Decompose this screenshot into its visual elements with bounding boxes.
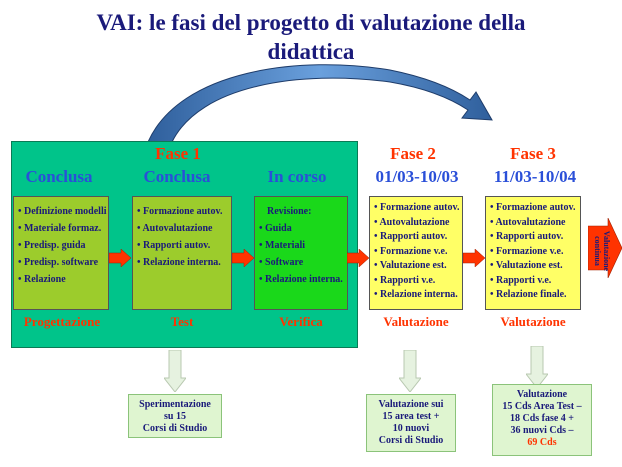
note-line: 10 nuovi [392,423,430,434]
list-item: Materiali [259,237,343,254]
continuous-evaluation-arrow-icon [588,218,622,278]
list-item: Rapporti autov. [374,230,458,245]
valutazione-1-list: Formazione autov. Autovalutazione Rappor… [374,201,459,303]
phase-1-title: Fase 1 [155,144,201,163]
phase-2-title: Fase 2 [390,144,436,163]
note-line: Corsi di Studio [378,435,444,446]
note-line: Sperimentazione [139,399,211,410]
label-valutazione-1: Valutazione [383,314,449,329]
list-item: Formazione autov. [137,203,227,220]
list-item: Formazione autov. [374,201,459,216]
note-line: Valutazione sui [378,399,444,410]
list-item: Formazione autov. [490,201,576,216]
list-item: Relazione [18,271,104,288]
list-item: Predisp. guida [18,237,104,254]
phase-3-title: Fase 3 [510,144,556,163]
list-item: Relazione finale. [490,288,576,303]
phase-2-dates: 01/03-10/03 [375,167,459,186]
note-sperimentazione: Sperimentazione su 15 Corsi di Studio [128,394,222,438]
verifica-heading: Revisione: [267,206,312,217]
list-item: Rapporti v.e. [490,274,576,289]
valutazione-1-box: Formazione autov. Autovalutazione Rappor… [369,196,463,310]
valutazione-2-list: Formazione autov. Autovalutazione Rappor… [490,201,576,303]
note-valutazione-69: Valutazione 15 Cds Area Test – 18 Cds fa… [492,384,592,456]
list-item: Software [259,254,343,271]
arrow-right-icon [232,249,254,267]
note-line: Corsi di Studio [142,423,208,434]
list-item: Autovalutazione [137,220,227,237]
verifica-box: Revisione: Guida Materiali Software Rela… [254,196,348,310]
note-line: 15 area test + [382,411,440,422]
status-progettazione: Conclusa [25,167,93,186]
status-test: Conclusa [143,167,211,186]
note-valutazione-25: Valutazione sui 15 area test + 10 nuovi … [366,394,456,452]
list-item: Formazione v.e. [490,245,576,260]
test-box: Formazione autov. Autovalutazione Rappor… [132,196,232,310]
note-line: 18 Cds fase 4 + [509,413,575,424]
arrow-right-icon [347,249,369,267]
progettazione-box: Definizione modelli Materiale formaz. Pr… [13,196,109,310]
valutazione-2-box: Formazione autov. Autovalutazione Rappor… [485,196,581,310]
note-line: Valutazione [516,389,568,400]
note-total: 69 Cds [527,437,557,448]
arrow-down-icon [164,350,186,392]
arrow-right-icon [109,249,131,267]
list-item: Definizione modelli [18,203,107,220]
phase-3-dates: 11/03-10/04 [493,167,577,186]
list-item: Guida [259,220,343,237]
page-title: VAI: le fasi del progetto di valutazione… [0,8,622,66]
arrow-down-icon [526,346,548,388]
verifica-list: Guida Materiali Software Relazione inter… [259,220,343,288]
list-item: Formazione v.e. [374,245,458,260]
list-item: Autovalutazione [490,216,576,231]
list-item: Predisp. software [18,254,104,271]
list-item: Valutazione est. [374,259,458,274]
list-item: Relazione interna. [374,288,458,303]
arrow-right-icon [463,249,485,267]
list-item: Rapporti v.e. [374,274,458,289]
label-test: Test [170,314,194,329]
list-item: Relazione interna. [259,271,343,288]
arrow-down-icon [399,350,421,392]
list-item: Materiale formaz. [18,220,104,237]
list-item: Autovalutazione [374,216,458,231]
title-line-1: VAI: le fasi del progetto di valutazione… [96,10,526,35]
list-item: Rapporti autov. [137,237,227,254]
list-item: Rapporti autov. [490,230,576,245]
status-verifica: In corso [267,167,327,186]
title-line-2: didattica [267,39,355,64]
list-item: Relazione interna. [137,254,227,271]
label-verifica: Verifica [279,314,323,329]
note-line: 36 nuovi Cds – [510,425,574,436]
note-line: 15 Cds Area Test – [502,401,582,412]
list-item: Valutazione est. [490,259,576,274]
note-line: su 15 [164,411,186,422]
label-progettazione: Progettazione [23,314,101,329]
continuous-evaluation-label: Valutazione continua [593,230,611,272]
test-list: Formazione autov. Autovalutazione Rappor… [137,203,227,271]
progettazione-list: Definizione modelli Materiale formaz. Pr… [18,203,107,288]
label-valutazione-2: Valutazione [500,314,566,329]
